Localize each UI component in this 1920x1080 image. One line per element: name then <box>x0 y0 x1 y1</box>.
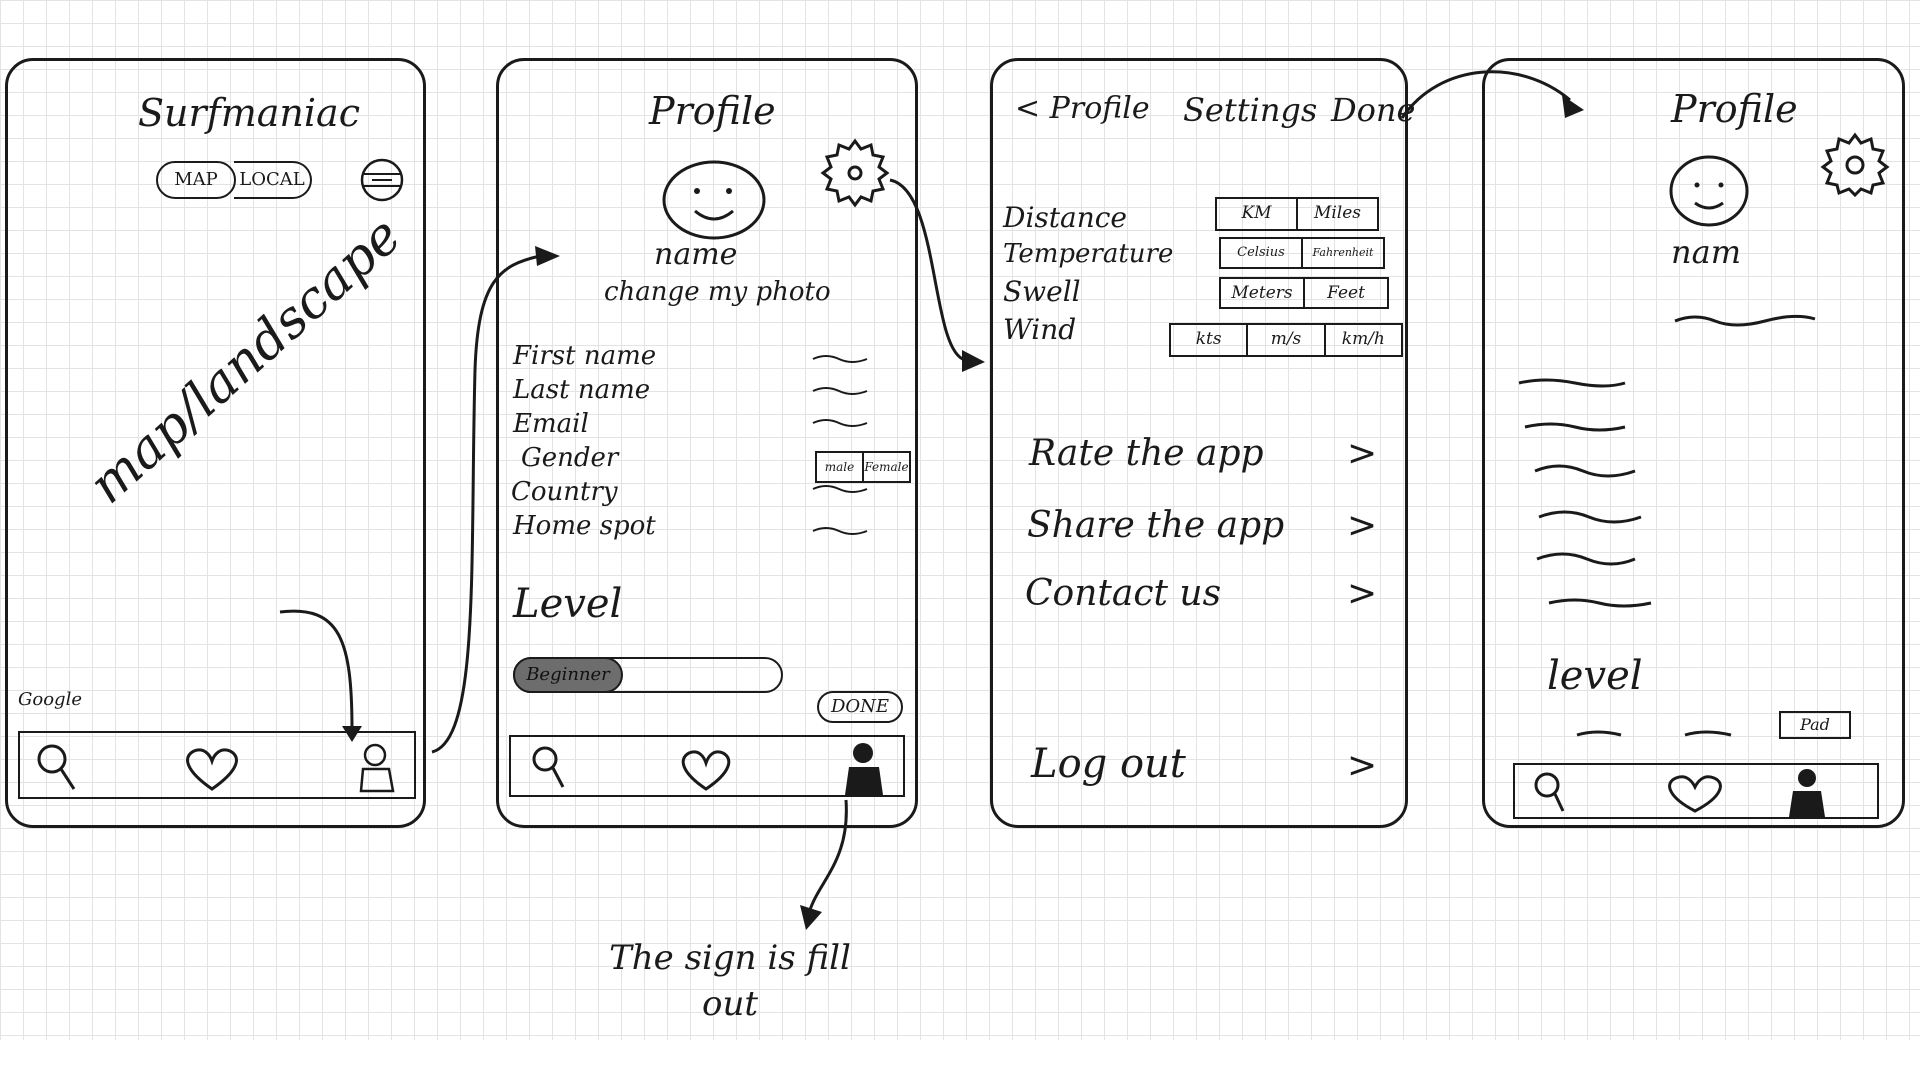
field-email: Email <box>513 409 589 439</box>
temperature-selector[interactable]: Celsius Fahrenheit <box>1219 237 1385 269</box>
level-label: Level <box>513 581 623 627</box>
wind-selector[interactable]: kts m/s km/h <box>1169 323 1403 357</box>
search-icon[interactable] <box>529 743 569 793</box>
profile-field-values <box>1518 314 1816 608</box>
tab-bar <box>1513 763 1879 819</box>
gear-icon[interactable] <box>817 135 893 211</box>
map-toggle-button[interactable]: MAP <box>156 161 236 199</box>
done-button[interactable]: Done <box>1331 91 1416 129</box>
unit-kmh[interactable]: km/h <box>1341 329 1385 349</box>
chevron-right-icon: > <box>1347 505 1378 546</box>
level-badge[interactable]: Pad <box>1779 711 1851 739</box>
logout-button[interactable]: Log out <box>1031 741 1186 787</box>
setting-distance-label: Distance <box>1003 201 1128 234</box>
annotation-note: The sign is fill out <box>609 938 851 1024</box>
search-icon[interactable] <box>1531 769 1571 817</box>
screen-profile-edit: Profile name change my photo First name … <box>496 58 918 828</box>
page-title: Profile <box>649 89 776 133</box>
level-beginner[interactable]: Beginner <box>513 657 623 693</box>
tab-bar <box>18 731 416 799</box>
map-placeholder: map/landscape <box>78 205 413 516</box>
swell-selector[interactable]: Meters Feet <box>1219 277 1389 309</box>
setting-swell-label: Swell <box>1003 275 1081 308</box>
gender-selector[interactable]: male Female <box>815 451 911 483</box>
gender-male[interactable]: male <box>817 453 864 481</box>
screen-map: Surfmaniac MAP LOCAL map/landscape Googl… <box>5 58 426 828</box>
page-title: Settings <box>1183 91 1318 129</box>
chevron-right-icon: > <box>1347 573 1378 614</box>
unit-km[interactable]: KM <box>1217 199 1298 229</box>
profile-icon[interactable] <box>1785 767 1829 819</box>
unit-ms[interactable]: m/s <box>1248 325 1326 355</box>
google-attribution: Google <box>18 689 82 710</box>
profile-icon[interactable] <box>841 741 887 797</box>
avatar-icon[interactable] <box>1667 153 1753 229</box>
field-gender: Gender <box>521 443 619 473</box>
chevron-right-icon: > <box>1347 433 1378 474</box>
setting-temperature-label: Temperature <box>1003 239 1174 269</box>
menu-share-app[interactable]: Share the app <box>1027 505 1285 546</box>
unit-miles[interactable]: Miles <box>1313 203 1362 223</box>
gender-female[interactable]: Female <box>864 460 909 474</box>
avatar-icon[interactable] <box>659 157 769 243</box>
level-values <box>1576 730 1732 737</box>
field-country: Country <box>511 477 618 507</box>
heart-icon[interactable] <box>1660 773 1730 815</box>
done-button[interactable]: DONE <box>817 691 903 723</box>
app-title: Surfmaniac <box>138 91 360 135</box>
tab-bar <box>509 735 905 797</box>
back-button[interactable]: < Profile <box>1015 91 1150 126</box>
field-home-spot: Home spot <box>513 511 656 541</box>
page-title: Profile <box>1671 87 1798 131</box>
setting-wind-label: Wind <box>1003 313 1077 346</box>
gear-icon[interactable] <box>1815 127 1895 197</box>
distance-selector[interactable]: KM Miles <box>1215 197 1379 231</box>
menu-rate-app[interactable]: Rate the app <box>1029 433 1264 474</box>
profile-icon[interactable] <box>355 741 401 795</box>
screen-settings: < Profile Settings Done Distance KM Mile… <box>990 58 1415 828</box>
heart-icon[interactable] <box>676 747 736 793</box>
unit-feet[interactable]: Feet <box>1327 283 1365 303</box>
profile-name: name <box>654 237 738 272</box>
local-toggle-button[interactable]: LOCAL <box>234 161 312 199</box>
unit-kts[interactable]: kts <box>1171 325 1249 355</box>
globe-icon[interactable] <box>358 156 406 204</box>
field-values[interactable] <box>811 349 871 539</box>
profile-name: nam <box>1671 233 1742 271</box>
level-label: level <box>1547 653 1643 699</box>
screen-profile-filled: Profile nam level Pad <box>1482 58 1905 828</box>
heart-icon[interactable] <box>180 745 244 793</box>
field-last-name: Last name <box>513 375 651 405</box>
unit-meters[interactable]: Meters <box>1221 279 1305 307</box>
field-first-name: First name <box>513 341 657 371</box>
unit-celsius[interactable]: Celsius <box>1221 239 1303 267</box>
unit-fahrenheit[interactable]: Fahrenheit <box>1312 246 1374 259</box>
menu-contact-us[interactable]: Contact us <box>1025 573 1222 614</box>
chevron-right-icon: > <box>1347 745 1378 786</box>
search-icon[interactable] <box>34 741 80 793</box>
paper-margin <box>0 1040 1920 1080</box>
change-photo-link[interactable]: change my photo <box>604 277 831 307</box>
